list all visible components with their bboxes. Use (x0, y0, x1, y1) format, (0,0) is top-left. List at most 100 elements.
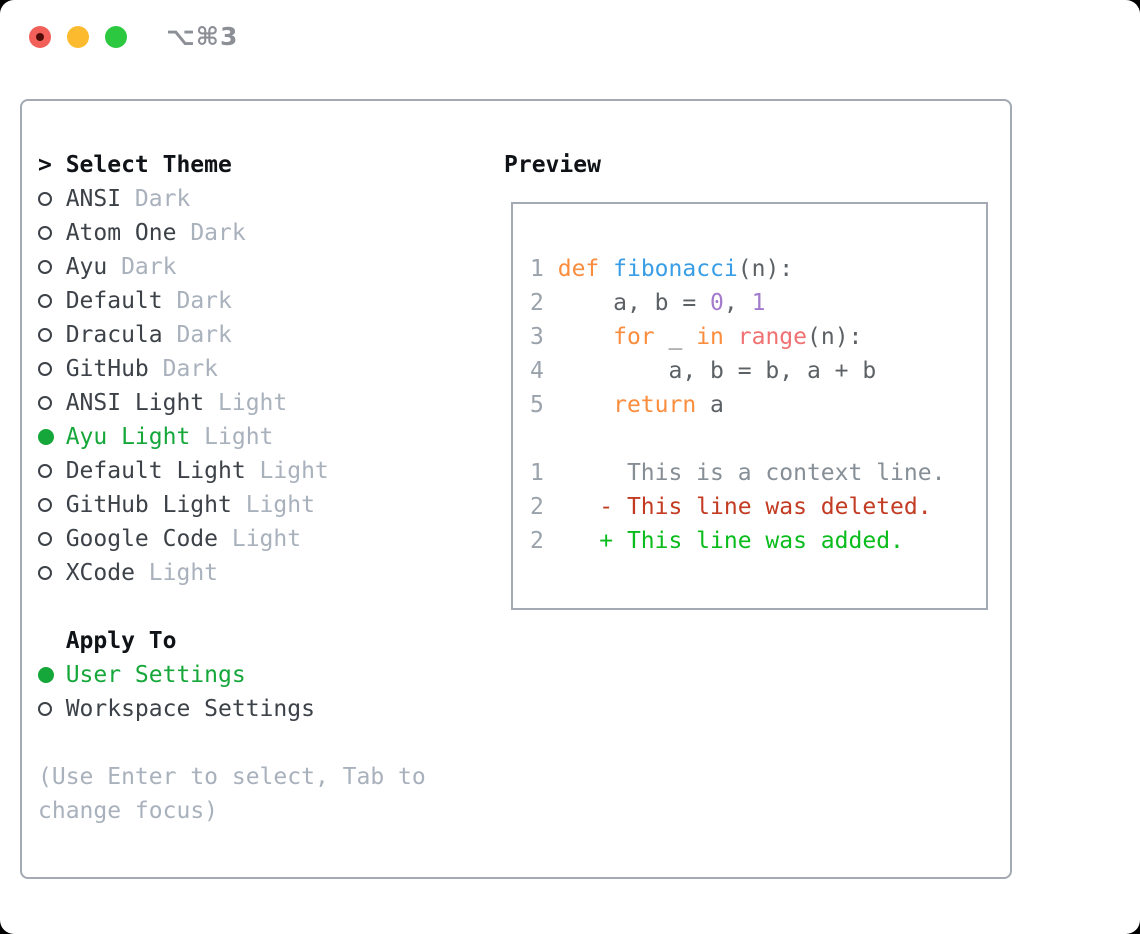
selection-prompt-icon: > (38, 152, 52, 178)
radio-unselected-icon (38, 532, 52, 546)
spacer (38, 726, 426, 760)
radio-cell (38, 498, 66, 512)
theme-variant: Light (204, 424, 274, 450)
theme-name: Default (65, 288, 163, 314)
theme-option-xcode-light[interactable]: XCode Light (38, 556, 426, 590)
theme-name: Google Code (65, 526, 219, 552)
theme-variant: Light (245, 492, 315, 518)
line-number: 3 (530, 324, 544, 350)
theme-name: Dracula (65, 322, 163, 348)
theme-option-google-code-light[interactable]: Google Code Light (38, 522, 426, 556)
code-line: 4 a, b = b, a + b (530, 358, 877, 384)
theme-variant: Dark (190, 220, 246, 246)
radio-unselected-icon (38, 566, 52, 580)
radio-unselected-icon (38, 702, 52, 716)
code-line (530, 422, 986, 456)
theme-variant: Dark (176, 288, 232, 314)
line-number: 2 (530, 290, 544, 316)
line-number: 1 (530, 256, 544, 282)
apply-option-user-settings[interactable]: User Settings (38, 658, 426, 692)
theme-option-ayu-light-light[interactable]: Ayu Light Light (38, 420, 426, 454)
radio-cell (38, 702, 66, 716)
theme-option-atom-one-dark[interactable]: Atom One Dark (38, 216, 426, 250)
theme-variant: Light (259, 458, 329, 484)
theme-option-default-dark[interactable]: Default Dark (38, 284, 426, 318)
radio-cell (38, 667, 66, 683)
theme-variant: Light (148, 560, 219, 586)
line-number: 1 (530, 460, 544, 486)
radio-unselected-icon (38, 226, 52, 240)
theme-variant: Light (218, 390, 288, 416)
theme-option-ansi-light-light[interactable]: ANSI Light Light (38, 386, 426, 420)
minimize-button[interactable] (67, 26, 89, 48)
window-titlebar: ⌥⌘3 (0, 0, 1140, 74)
hint-line: (Use Enter to select, Tab to (38, 764, 426, 790)
spacer (38, 590, 426, 624)
theme-option-dracula-dark[interactable]: Dracula Dark (38, 318, 426, 352)
code-line: 1 This is a context line. (530, 460, 946, 486)
apply-option-workspace-settings[interactable]: Workspace Settings (38, 692, 426, 726)
theme-variant: Dark (176, 322, 232, 348)
line-number: 2 (530, 528, 544, 554)
theme-variant: Dark (162, 356, 219, 382)
hint-line: change focus) (38, 798, 219, 824)
select-theme-header: > Select Theme (38, 148, 426, 182)
radio-unselected-icon (38, 294, 52, 308)
code-line: 1 def fibonacci(n): (530, 256, 794, 282)
theme-option-ansi-dark[interactable]: ANSI Dark (38, 182, 426, 216)
theme-option-default-light-light[interactable]: Default Light Light (38, 454, 426, 488)
radio-cell (38, 532, 66, 546)
radio-cell (38, 328, 66, 342)
theme-option-github-light-light[interactable]: GitHub Light Light (38, 488, 426, 522)
preview-title: Preview (504, 152, 601, 178)
radio-cell (38, 192, 66, 206)
apply-option-label: User Settings (65, 662, 246, 688)
radio-cell (38, 464, 66, 478)
select-theme-title: Select Theme (65, 152, 232, 178)
radio-unselected-icon (38, 260, 52, 274)
unsaved-dot-icon (36, 33, 44, 41)
code-line: 2 + This line was added. (530, 528, 904, 554)
radio-unselected-icon (38, 362, 52, 376)
close-button[interactable] (29, 26, 51, 48)
theme-name: ANSI Light (65, 390, 205, 416)
radio-cell (38, 226, 66, 240)
apply-to-header: Apply To (38, 624, 426, 658)
radio-unselected-icon (38, 464, 52, 478)
radio-unselected-icon (38, 328, 52, 342)
radio-selected-icon (38, 429, 54, 445)
code-line: 2 a, b = 0, 1 (530, 290, 766, 316)
line-number: 5 (530, 392, 544, 418)
radio-cell (38, 362, 66, 376)
radio-cell (38, 260, 66, 274)
zoom-button[interactable] (105, 26, 127, 48)
theme-name: XCode (65, 560, 135, 586)
theme-name: Default Light (65, 458, 246, 484)
line-number: 2 (530, 494, 544, 520)
radio-cell (38, 566, 66, 580)
radio-unselected-icon (38, 498, 52, 512)
radio-unselected-icon (38, 192, 52, 206)
radio-selected-icon (38, 667, 54, 683)
theme-name: ANSI (65, 186, 122, 212)
hint-text: (Use Enter to select, Tab to change focus… (38, 760, 426, 828)
theme-name: Ayu (65, 254, 108, 280)
theme-name: Atom One (65, 220, 177, 246)
radio-cell (38, 396, 66, 410)
radio-cell (38, 429, 66, 445)
radio-unselected-icon (38, 396, 52, 410)
theme-name: Ayu Light (65, 424, 191, 450)
theme-name: GitHub Light (65, 492, 232, 518)
window-shortcut-label: ⌥⌘3 (166, 22, 239, 51)
theme-variant: Light (231, 526, 302, 552)
theme-variant: Dark (134, 186, 191, 212)
radio-cell (38, 294, 66, 308)
